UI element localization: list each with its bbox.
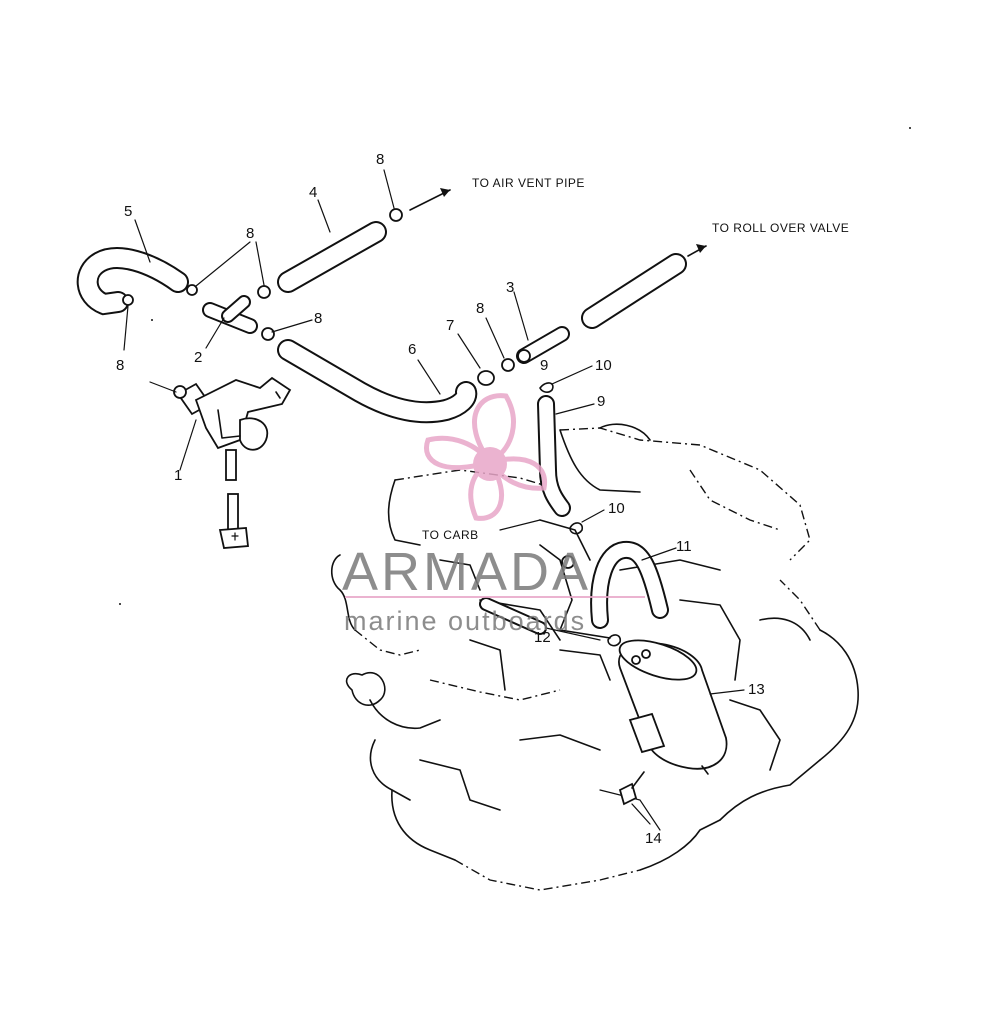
joint-3 (516, 326, 570, 364)
callout-14: 14 (645, 830, 662, 847)
callout-8: 8 (314, 310, 322, 327)
callout-2: 2 (194, 349, 202, 366)
callout-7: 7 (446, 317, 454, 334)
clamp-8e (261, 327, 275, 341)
notes: TO AIR VENT PIPE TO ROLL OVER VALVE TO C… (422, 176, 849, 542)
note-carb: TO CARB (422, 528, 479, 542)
watermark: ARMADA marine outboards (342, 393, 645, 636)
callout-labels: 5 4 8 8 8 8 8 2 3 6 7 9 10 9 10 11 12 13… (116, 151, 765, 847)
hose-9 (537, 395, 571, 517)
cap-7 (477, 370, 495, 386)
clamp-8a (389, 208, 403, 222)
watermark-brand: ARMADA (342, 542, 591, 602)
hose-11 (590, 540, 669, 629)
leader-lines (123, 169, 745, 825)
callout-8: 8 (476, 300, 484, 317)
bolt-14 (618, 771, 645, 806)
clamp-8f (501, 358, 515, 372)
note-air-vent: TO AIR VENT PIPE (472, 176, 585, 190)
arrow-roll-over (687, 244, 707, 257)
callout-9: 9 (597, 393, 605, 410)
t-joint-2 (202, 295, 258, 334)
hose-5 (76, 247, 189, 316)
hose-6 (277, 339, 478, 424)
callout-1: 1 (174, 467, 182, 484)
clamp-8d (122, 294, 134, 306)
clamp-11 (561, 555, 575, 569)
callout-6: 6 (408, 341, 416, 358)
callout-5: 5 (124, 203, 132, 220)
clamp-10b (569, 522, 584, 535)
callout-10: 10 (608, 500, 625, 517)
pump-1 (173, 376, 292, 549)
scan-specks (119, 127, 911, 605)
callout-9: 9 (540, 357, 548, 374)
callout-11: 11 (676, 538, 692, 555)
hose-roll-over (581, 253, 687, 329)
hose-4 (277, 221, 387, 293)
clamp-8c (257, 285, 271, 299)
arrow-air-vent (409, 188, 451, 211)
callout-4: 4 (309, 184, 317, 201)
callout-12: 12 (534, 629, 551, 646)
propeller-logo (424, 393, 548, 521)
callout-8: 8 (116, 357, 124, 374)
callout-8: 8 (376, 151, 384, 168)
watermark-rule (345, 596, 645, 598)
callout-10: 10 (595, 357, 612, 374)
filter-13 (618, 639, 728, 775)
clamp-12 (607, 634, 622, 647)
callout-3: 3 (506, 279, 514, 296)
watermark-tagline: marine outboards (344, 606, 586, 636)
clamp-10a (539, 382, 554, 393)
engine-block-outline (330, 423, 859, 891)
clamp-8b (186, 284, 198, 296)
note-roll-over: TO ROLL OVER VALVE (712, 221, 849, 235)
callout-13: 13 (748, 681, 765, 698)
hose-12 (479, 544, 611, 639)
callout-8: 8 (246, 225, 254, 242)
